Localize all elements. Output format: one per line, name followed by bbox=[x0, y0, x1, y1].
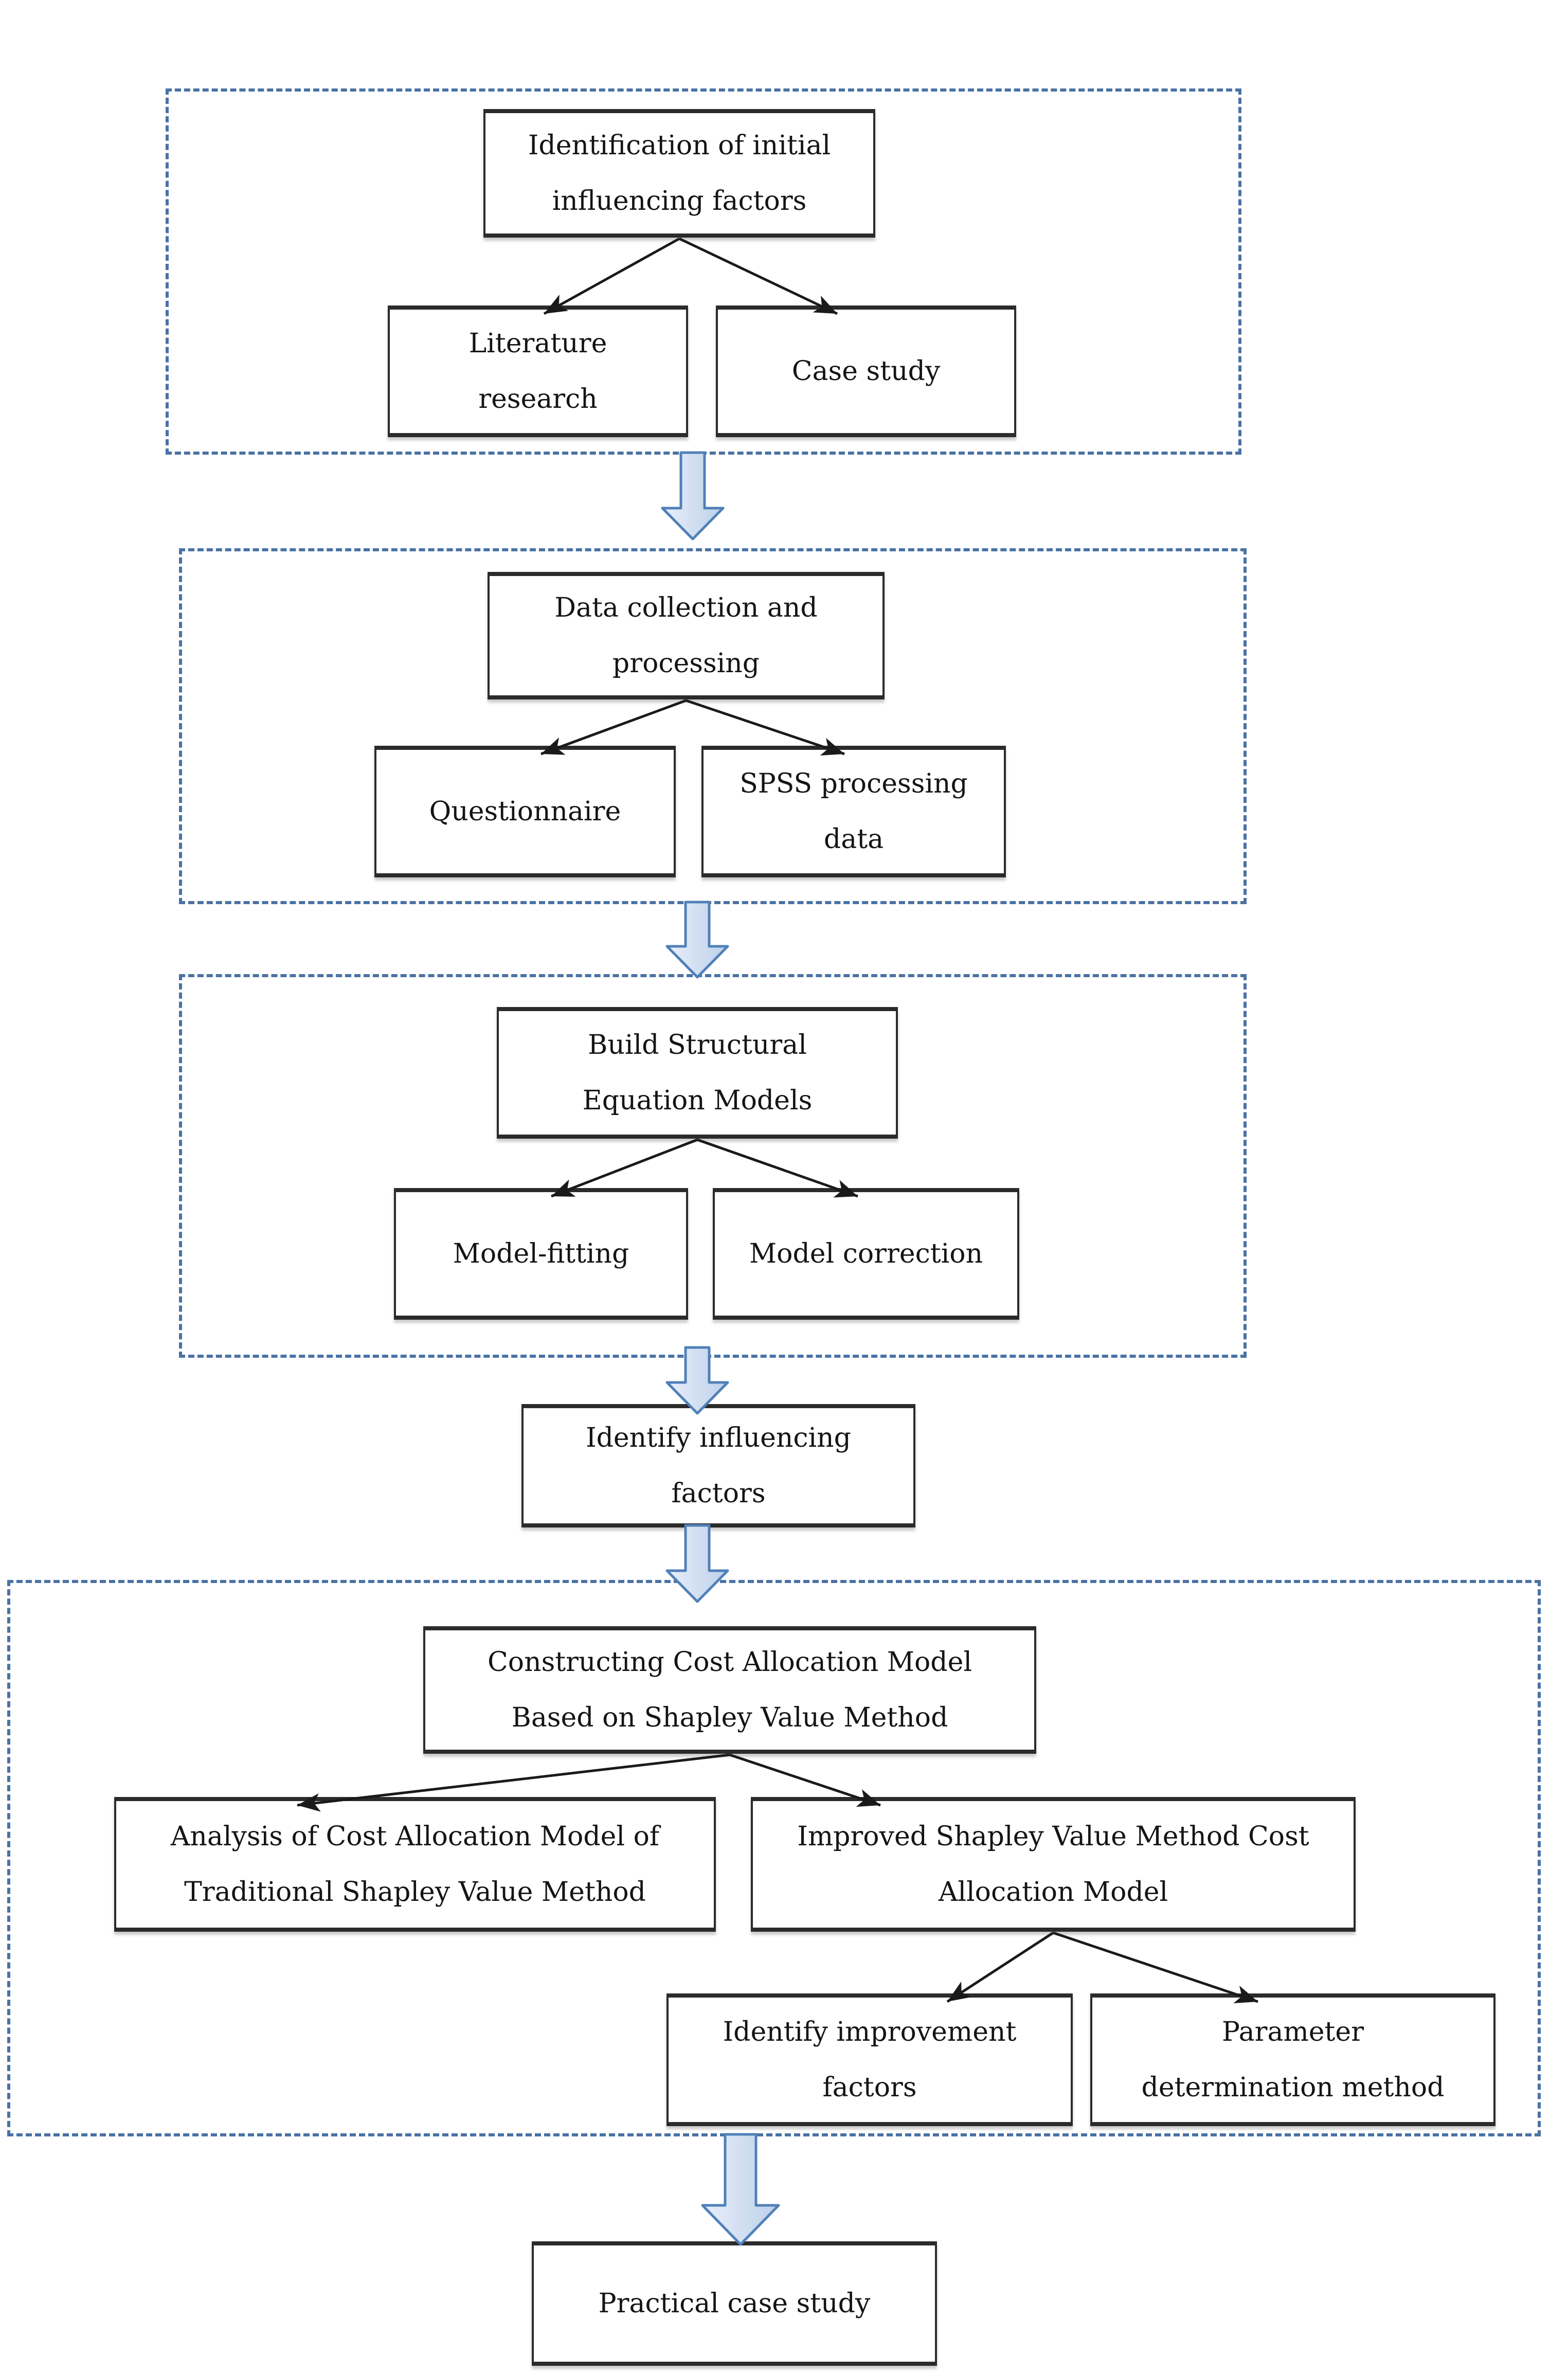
node-model-correction: Model correction bbox=[713, 1188, 1019, 1320]
node-line: Build Structural bbox=[588, 1029, 807, 1060]
node-line: processing bbox=[612, 648, 760, 679]
node-line: research bbox=[478, 384, 598, 415]
flow-arrow-stage1-to-stage2 bbox=[661, 451, 725, 541]
node-analysis-traditional-shapley: Analysis of Cost Allocation Model of Tra… bbox=[114, 1797, 716, 1932]
node-line: Practical case study bbox=[598, 2288, 871, 2319]
node-build-sem: Build Structural Equation Models bbox=[497, 1007, 898, 1139]
node-spss-processing-data: SPSS processing data bbox=[701, 746, 1006, 877]
flow-arrow-stage2-to-stage3 bbox=[665, 901, 729, 979]
node-line: Questionnaire bbox=[429, 796, 621, 827]
node-line: Identify improvement bbox=[723, 2016, 1017, 2047]
node-line: Based on Shapley Value Method bbox=[511, 1702, 948, 1733]
node-data-collection-processing: Data collection and processing bbox=[488, 572, 885, 699]
node-line: factors bbox=[822, 2072, 917, 2103]
node-case-study: Case study bbox=[716, 305, 1016, 437]
node-line: determination method bbox=[1141, 2072, 1445, 2103]
node-line: Traditional Shapley Value Method bbox=[184, 1877, 646, 1908]
node-line: Data collection and bbox=[554, 592, 818, 623]
node-line: Literature bbox=[468, 328, 607, 359]
node-line: data bbox=[823, 824, 884, 855]
node-line: factors bbox=[671, 1478, 766, 1509]
node-identify-influencing-factors: Identify influencing factors bbox=[521, 1404, 915, 1527]
node-line: Model correction bbox=[749, 1238, 983, 1269]
node-line: Model-fitting bbox=[453, 1238, 629, 1269]
node-identify-improvement-factors: Identify improvement factors bbox=[666, 1993, 1073, 2126]
node-line: Constructing Cost Allocation Model bbox=[487, 1646, 972, 1678]
node-line: Identify influencing bbox=[586, 1422, 851, 1453]
node-improved-shapley-model: Improved Shapley Value Method Cost Alloc… bbox=[751, 1797, 1356, 1932]
node-questionnaire: Questionnaire bbox=[374, 746, 676, 877]
node-identification-initial-factors: Identification of initial influencing fa… bbox=[483, 109, 875, 238]
flow-arrow-stage4-to-practical bbox=[701, 2133, 780, 2246]
node-practical-case-study: Practical case study bbox=[532, 2241, 937, 2366]
node-line: Allocation Model bbox=[938, 1877, 1168, 1908]
node-line: Case study bbox=[791, 355, 941, 387]
node-parameter-determination-method: Parameter determination method bbox=[1090, 1993, 1495, 2126]
node-line: SPSS processing bbox=[740, 768, 968, 799]
node-line: Improved Shapley Value Method Cost bbox=[797, 1821, 1309, 1852]
node-line: Equation Models bbox=[582, 1085, 813, 1116]
node-line: Analysis of Cost Allocation Model of bbox=[170, 1821, 660, 1852]
node-line: Identification of initial bbox=[528, 130, 831, 161]
node-line: influencing factors bbox=[552, 186, 807, 217]
node-literature-research: Literature research bbox=[388, 305, 688, 437]
node-model-fitting: Model-fitting bbox=[394, 1188, 688, 1320]
node-constructing-cost-allocation-model: Constructing Cost Allocation Model Based… bbox=[423, 1626, 1036, 1754]
node-line: Parameter bbox=[1221, 2016, 1364, 2047]
